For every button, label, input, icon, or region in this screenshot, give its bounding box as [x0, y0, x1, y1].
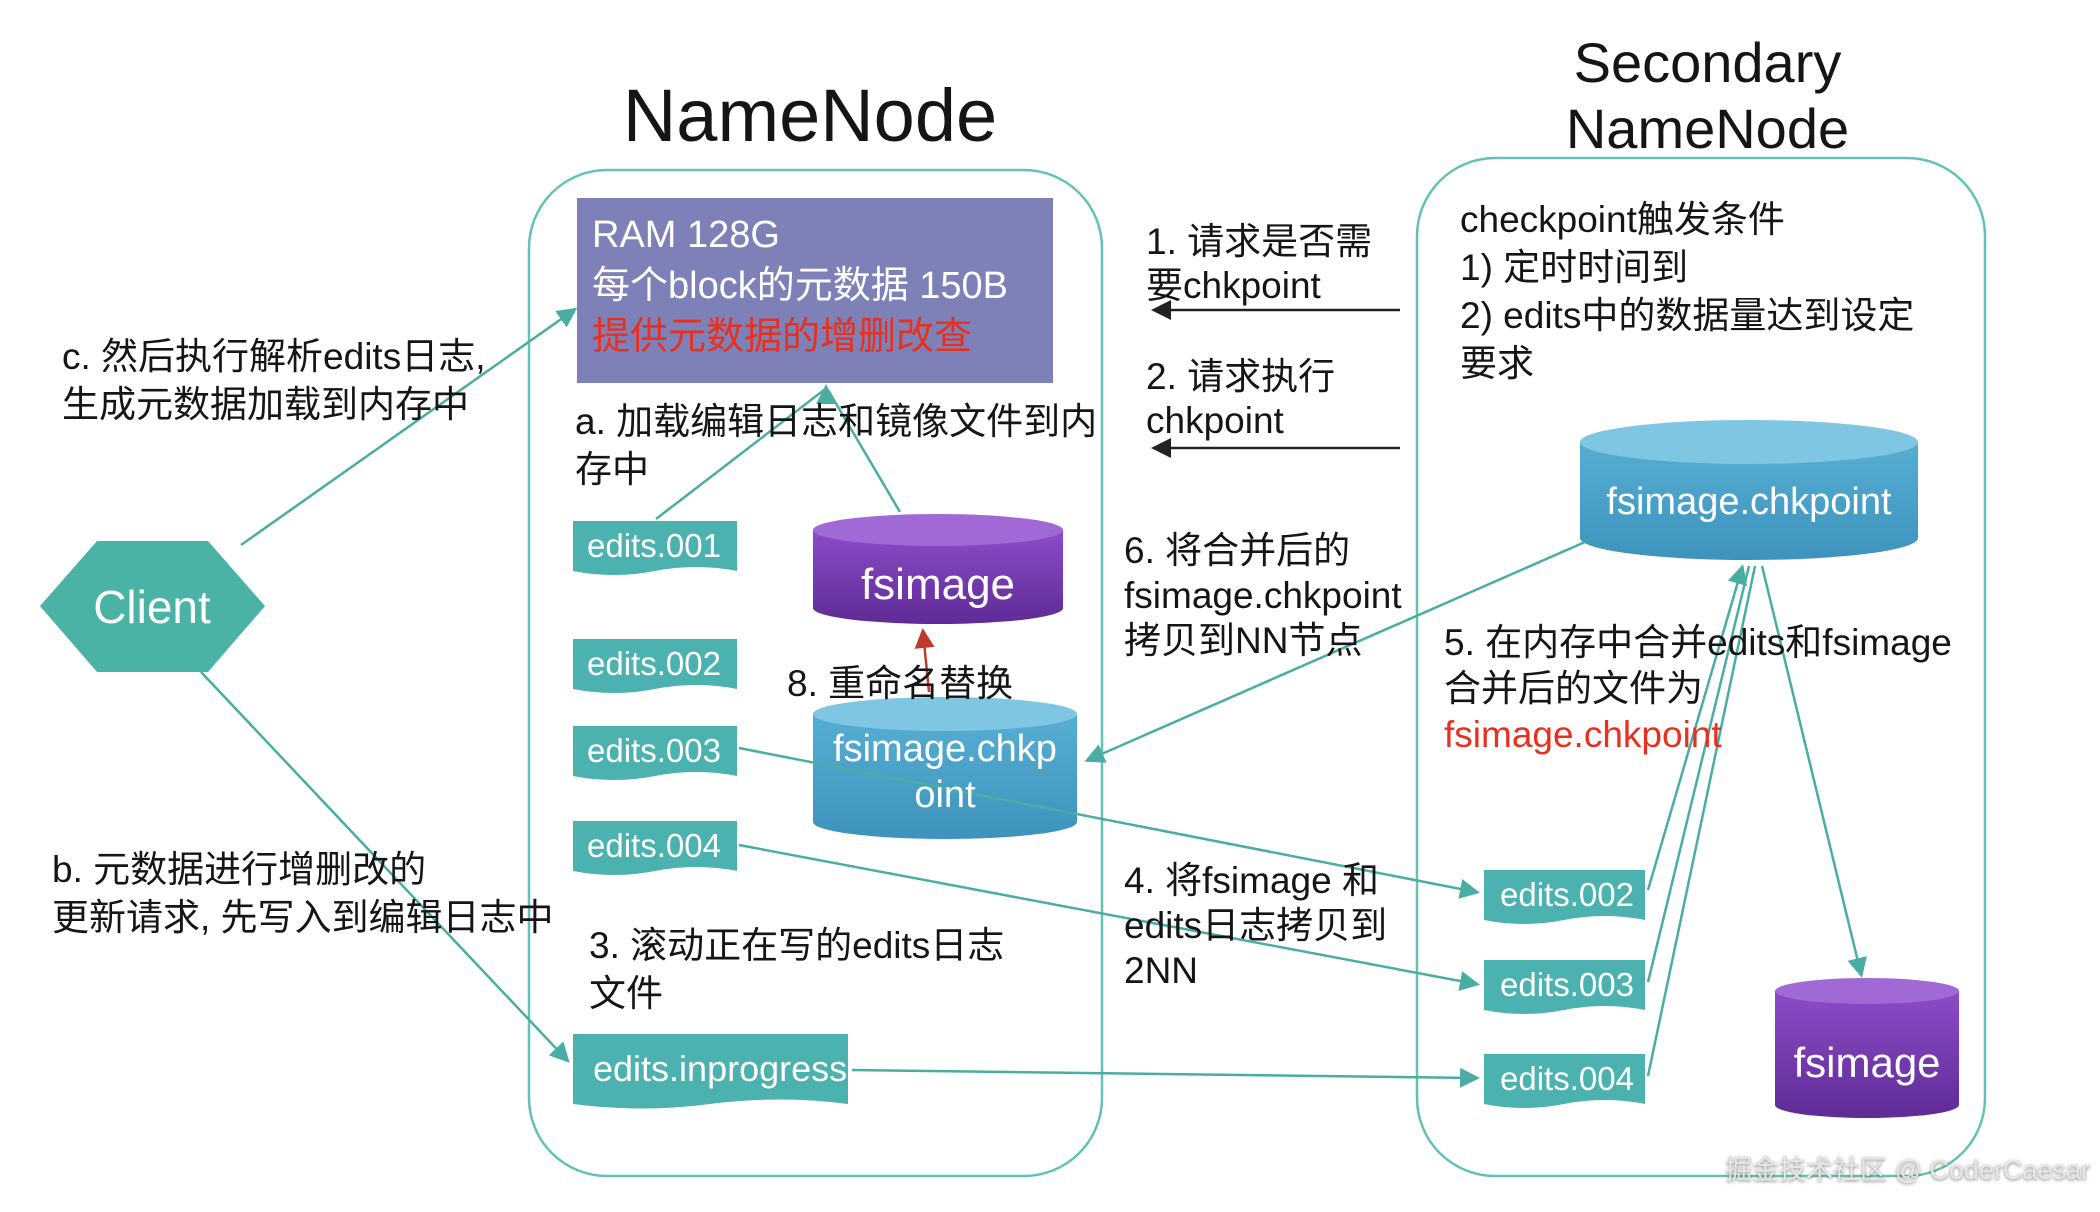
arrow-merge-edits004 — [1646, 565, 1757, 1077]
arrow-copy-edits003-to-snn — [738, 843, 1480, 991]
title-secondary-namenode: Secondary NameNode — [1565, 31, 1850, 161]
namenode-container — [527, 168, 1104, 1178]
step-a-note: a. 加载编辑日志和镜像文件到内 存中 — [575, 401, 1098, 491]
step-5-note: 5. 在内存中合并edits和fsimage 合并后的文件为 fsimage.c… — [1444, 620, 1952, 758]
edits-004-flag — [573, 821, 737, 875]
edits-001-label: edits.001 — [587, 527, 721, 564]
secondary-namenode-container — [1415, 156, 1987, 1178]
fsimage-cylinder-nn — [813, 514, 1063, 624]
arrow-merge-edits002 — [1646, 564, 1748, 891]
edits-inprogress-flag — [573, 1034, 848, 1109]
request-arrows — [1151, 300, 1400, 458]
client-hexagon — [40, 541, 265, 672]
edits-inprogress-label: edits.inprogress — [593, 1048, 848, 1089]
edits-004-label: edits.004 — [587, 827, 721, 864]
ram-box-text: RAM 128G 每个block的元数据 150B 提供元数据的增删改查 — [592, 210, 1008, 363]
snn-edits-003-label: edits.003 — [1500, 966, 1634, 1003]
fsimage-chkpoint-snn-label: fsimage.chkpoint — [1606, 481, 1892, 523]
step-1-note: 1. 请求是否需 要chkpoint — [1146, 221, 1373, 307]
step-2-note: 2. 请求执行 chkpoint — [1146, 356, 1336, 442]
fsimage-nn-label: fsimage — [860, 560, 1016, 609]
fsimage-chkpoint-cylinder-nn — [813, 697, 1077, 839]
flow-arrows — [200, 307, 1867, 1088]
checkpoint-trigger-note: checkpoint触发条件 1) 定时时间到 2) edits中的数据量达到设… — [1460, 199, 1915, 385]
snn-edits-003-flag — [1484, 960, 1645, 1014]
edits-002-flag — [573, 639, 737, 693]
snn-edits-004-label: edits.004 — [1500, 1060, 1634, 1097]
arrow-rename-replace — [914, 628, 935, 693]
snn-edits-002-label: edits.002 — [1500, 876, 1634, 913]
snn-edits-002-flag — [1484, 870, 1645, 924]
arrow-copy-edits004-to-snn — [851, 1067, 1480, 1088]
step-4-note: 4. 将fsimage 和 edits日志拷贝到 2NN — [1124, 860, 1388, 992]
watermark: 掘金技术社区 @ CoderCaesar — [1725, 1155, 2090, 1185]
fsimage-chkpoint-cylinder-snn — [1580, 420, 1918, 560]
fsimage-cylinder-snn — [1775, 978, 1959, 1118]
ram-box — [577, 198, 1053, 383]
arrow-chkpoint-copy-to-nn — [1084, 540, 1586, 763]
client-label: Client — [93, 581, 211, 633]
arrow-edits-to-ram — [655, 389, 825, 520]
title-namenode: NameNode — [622, 74, 998, 157]
step-b-note: b. 元数据进行增删改的 更新请求, 先写入到编辑日志中 — [52, 849, 554, 939]
arrow-merge-edits003 — [1646, 565, 1751, 983]
fsimage-chkpoint-nn-label: fsimage.chkp oint — [833, 728, 1057, 817]
arrow-copy-edits002-to-snn — [738, 746, 1480, 899]
arrow-fsimage-to-ram — [826, 389, 902, 513]
snn-edits-004-flag — [1484, 1054, 1645, 1108]
arrow-merge-fsimage — [1760, 565, 1867, 978]
edits-001-flag — [573, 521, 737, 575]
ram-line-1: RAM 128G — [592, 214, 780, 256]
fsimage-snn-label: fsimage — [1793, 1039, 1941, 1086]
edits-003-flag — [573, 726, 737, 780]
step-5-line-2: 合并后的文件为 — [1444, 668, 1703, 709]
ram-line-3: 提供元数据的增删改查 — [592, 316, 973, 358]
step-6-note: 6. 将合并后的 fsimage.chkpoint 拷贝到NN节点 — [1124, 530, 1402, 662]
step-8-note: 8. 重命名替换 — [787, 663, 1014, 704]
step-5-line-3: fsimage.chkpoint — [1444, 714, 1722, 755]
step-3-note: 3. 滚动正在写的edits日志 文件 — [589, 925, 1005, 1015]
arrow-client-to-edits-inprogress — [200, 671, 570, 1063]
ram-line-2: 每个block的元数据 150B — [592, 265, 1009, 307]
edits-002-label: edits.002 — [587, 645, 721, 682]
step-c-note: c. 然后执行解析edits日志, 生成元数据加载到内存中 — [62, 336, 486, 426]
step-5-line-1: 5. 在内存中合并edits和fsimage — [1444, 622, 1952, 663]
edits-003-label: edits.003 — [587, 732, 721, 769]
arrow-client-to-ram — [240, 307, 578, 547]
